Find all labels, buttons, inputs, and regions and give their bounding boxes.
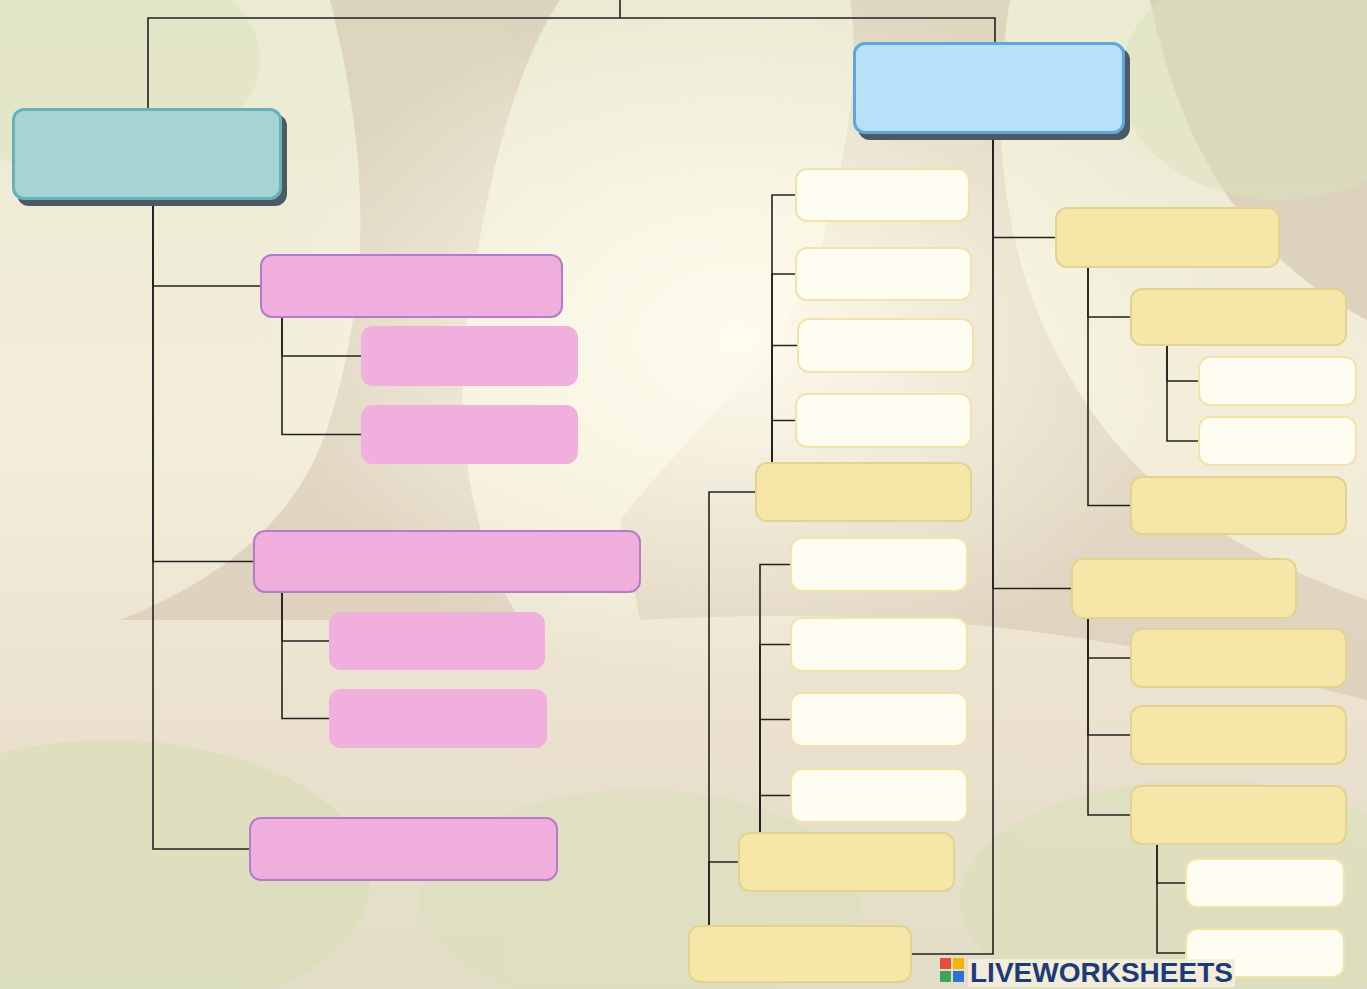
tree-connector	[153, 200, 253, 562]
branch-box	[1130, 476, 1347, 535]
tree-connector	[1157, 845, 1185, 883]
tree-connector	[1088, 619, 1130, 658]
leaf-box	[329, 689, 547, 748]
leaf-box	[1198, 416, 1357, 466]
tree-connector	[153, 200, 249, 849]
leaf-box	[790, 537, 968, 592]
leaf-box	[790, 692, 968, 747]
branch-box	[1071, 558, 1297, 619]
branch-box	[755, 462, 972, 522]
branch-box	[260, 254, 563, 318]
branch-box	[688, 925, 912, 983]
leaf-box	[790, 617, 968, 672]
tree-connector	[993, 134, 1055, 238]
leaf-box	[329, 612, 545, 670]
tree-connector	[709, 862, 738, 925]
tree-connector	[1167, 346, 1198, 381]
tree-connector	[772, 274, 795, 462]
leaf-box	[1198, 356, 1357, 406]
tree-connector	[1167, 346, 1198, 441]
tree-connector	[153, 200, 260, 286]
root-stub	[619, 0, 621, 18]
tree-connector	[1088, 268, 1130, 317]
tree-connector	[282, 318, 361, 435]
category-box	[12, 108, 282, 200]
leaf-box	[795, 393, 972, 448]
leaf-box	[795, 247, 972, 301]
tree-connector	[282, 318, 361, 356]
tree-connector	[993, 134, 1071, 589]
branch-box	[249, 817, 558, 881]
tree-connector	[772, 346, 797, 463]
leaf-box	[790, 768, 968, 823]
branch-box	[1130, 705, 1347, 765]
category-box	[853, 42, 1125, 134]
tree-connector	[282, 593, 329, 719]
tree-connector	[772, 195, 795, 462]
branch-box	[1130, 288, 1347, 346]
worksheet-logo	[940, 958, 964, 982]
branch-box	[1055, 207, 1280, 268]
leaf-box	[361, 326, 578, 386]
branch-box	[738, 832, 955, 892]
tree-connector	[760, 796, 790, 833]
leaf-box	[1185, 858, 1345, 908]
branch-box	[1130, 785, 1347, 845]
tree-connector	[760, 720, 790, 833]
leaf-box	[797, 318, 974, 373]
tree-connector	[1088, 619, 1130, 735]
watermark: LIVEWORKSHEETS	[968, 959, 1235, 987]
leaf-box	[361, 405, 578, 464]
tree-connector	[772, 421, 795, 463]
tree-connector	[760, 565, 790, 833]
tree-connector	[282, 593, 329, 641]
tree-connector	[1088, 268, 1130, 506]
tree-connector	[1157, 845, 1185, 953]
tree-connector	[760, 645, 790, 833]
branch-box	[1130, 628, 1347, 688]
tree-connector	[1088, 619, 1130, 815]
branch-box	[253, 530, 641, 593]
leaf-box	[795, 168, 970, 222]
